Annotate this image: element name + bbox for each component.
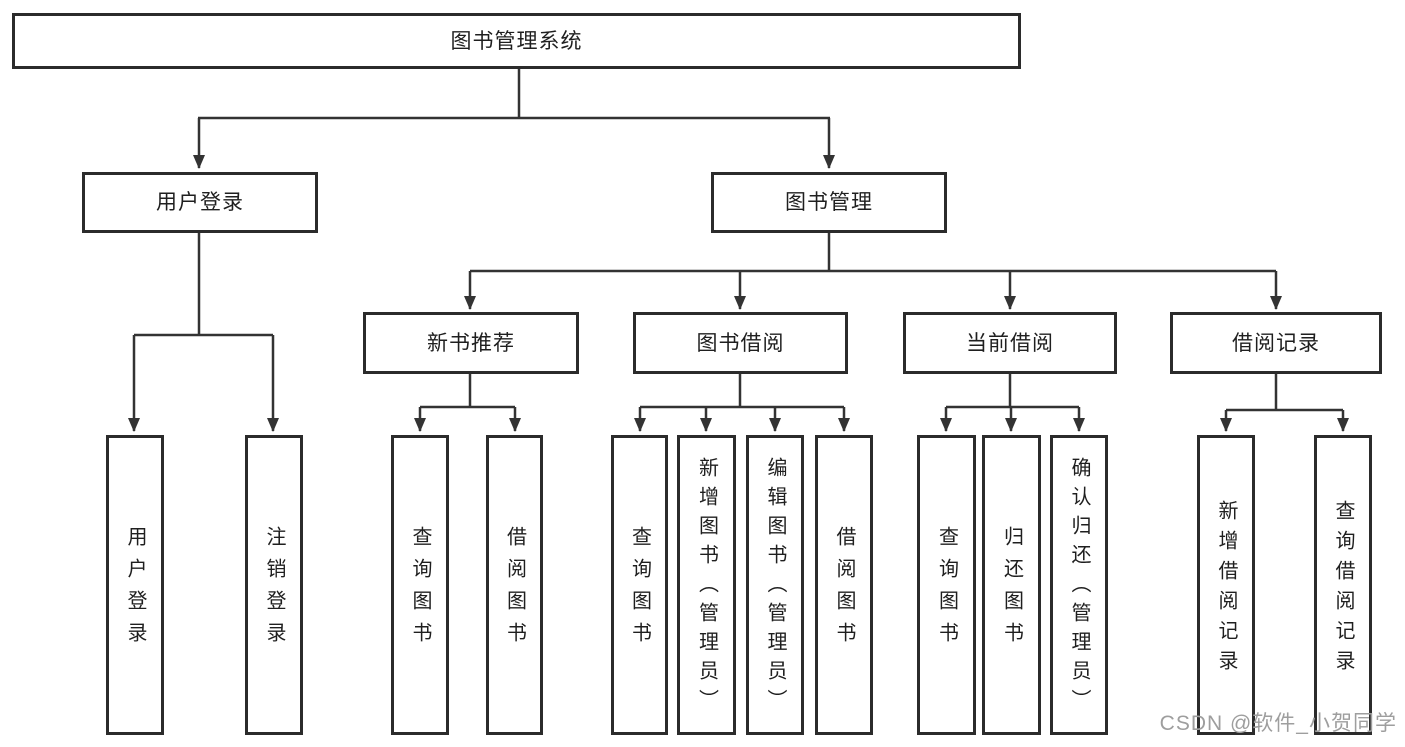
trunk-root: [193, 68, 835, 169]
leaf-add-book-admin: 新增图书（管理员）: [677, 435, 736, 735]
leaf-return-books: 归还图书: [982, 435, 1041, 735]
node-borrow-records: 借阅记录: [1170, 312, 1382, 374]
branch-book-management: [464, 233, 1282, 310]
branch-user-login: [128, 233, 279, 432]
node-book-borrow: 图书借阅: [633, 312, 848, 374]
node-book-management: 图书管理: [711, 172, 947, 233]
branch-book-borrow: [634, 373, 850, 432]
node-user-login: 用户登录: [82, 172, 318, 233]
branch-borrow-records: [1220, 373, 1349, 432]
node-new-book-recommend: 新书推荐: [363, 312, 579, 374]
leaf-edit-book-admin: 编辑图书（管理员）: [746, 435, 804, 735]
node-root: 图书管理系统: [12, 13, 1021, 69]
leaf-confirm-return-admin: 确认归还（管理员）: [1050, 435, 1108, 735]
leaf-logout: 注销登录: [245, 435, 303, 735]
branch-new-book-recommend: [414, 373, 521, 432]
leaf-borrow-query-books: 查询图书: [611, 435, 668, 735]
leaf-current-query-books: 查询图书: [917, 435, 976, 735]
leaf-user-login: 用户登录: [106, 435, 164, 735]
leaf-recommend-borrow-books: 借阅图书: [486, 435, 543, 735]
leaf-recommend-query-books: 查询图书: [391, 435, 449, 735]
leaf-borrow-borrow-books: 借阅图书: [815, 435, 873, 735]
watermark: CSDN @软件_小贺同学: [1159, 712, 1397, 735]
branch-current-borrow: [940, 373, 1085, 432]
leaf-add-borrow-record: 新增借阅记录: [1197, 435, 1255, 735]
leaf-query-borrow-record: 查询借阅记录: [1314, 435, 1372, 735]
node-current-borrow: 当前借阅: [903, 312, 1117, 374]
